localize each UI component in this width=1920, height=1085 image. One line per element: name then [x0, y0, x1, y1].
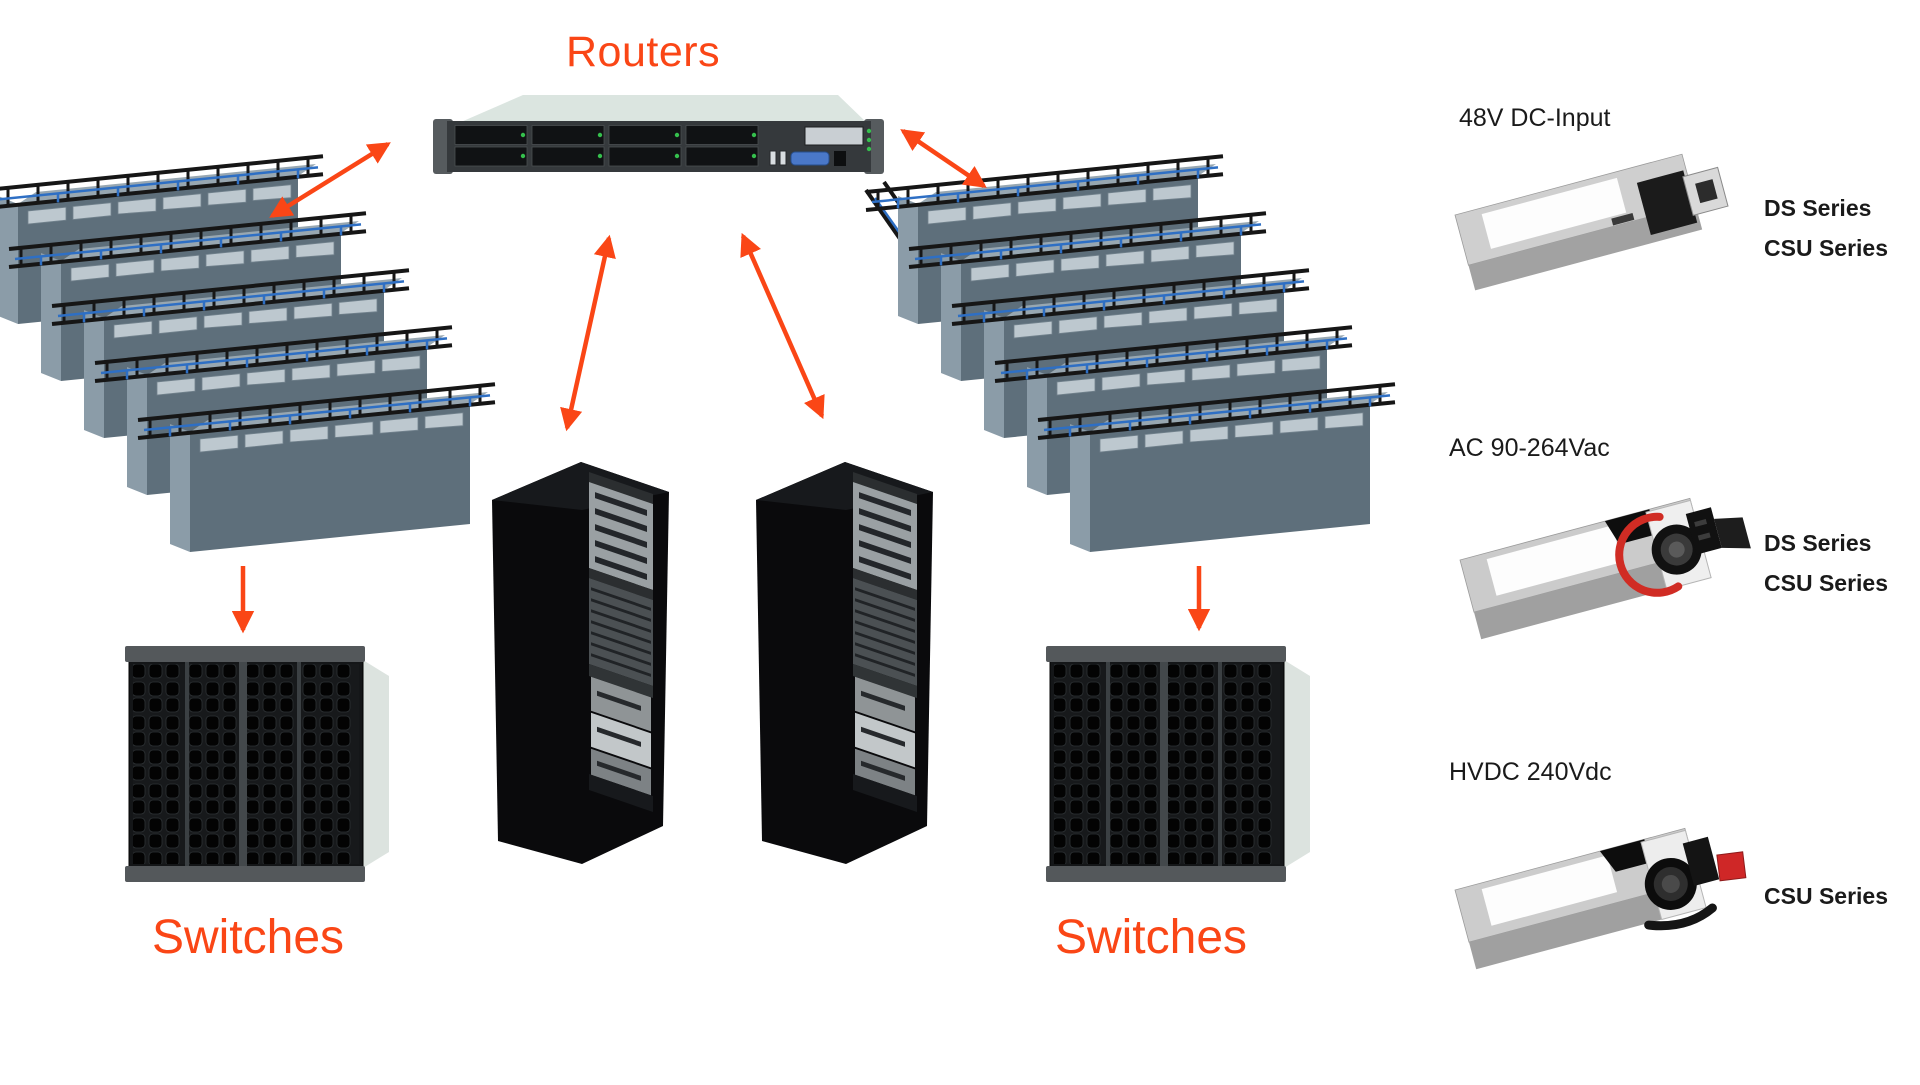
switch-right [1045, 645, 1311, 883]
switches-label-right: Switches [1054, 911, 1248, 964]
arrow-router-cluster-right [900, 129, 987, 188]
switch-left [124, 645, 390, 883]
routers-title: Routers [566, 28, 721, 76]
router-vent-modules [454, 125, 759, 167]
socket-lid-icon [1714, 517, 1751, 549]
vga-port-icon [790, 151, 830, 166]
handle-icon [1644, 903, 1717, 931]
arrow-cluster-left-router [269, 142, 391, 218]
arrow-router-tower-left [560, 234, 616, 432]
dc-socket-icon [1682, 836, 1720, 886]
server-cluster-right [864, 154, 1397, 553]
router-display [804, 126, 864, 146]
router-device [433, 95, 884, 174]
ac-socket-icon [1685, 507, 1722, 555]
psu1-series-csu: CSU Series [1764, 235, 1889, 261]
psu-48v-dc-input [1454, 153, 1729, 291]
psu2-input-label: AC 90-264Vac [1449, 434, 1610, 462]
arrow-router-tower-right [740, 232, 825, 420]
psu2-series-csu: CSU Series [1764, 570, 1889, 596]
red-handle-icon [1615, 512, 1683, 597]
ethernet-port-icon [834, 151, 846, 166]
server-cluster-left [0, 154, 497, 553]
red-tab-icon [1716, 851, 1747, 882]
psu2-series-ds: DS Series [1764, 530, 1872, 556]
psu1-input-label: 48V DC-Input [1459, 104, 1611, 132]
server-tower-right [754, 460, 935, 866]
psu3-input-label: HVDC 240Vdc [1449, 758, 1612, 786]
psu1-series-ds: DS Series [1764, 195, 1872, 221]
server-tower-left [490, 460, 671, 866]
psu-ac-90-264vac [1459, 497, 1751, 640]
psu3-series-csu: CSU Series [1764, 883, 1889, 909]
psu-hvdc-240vdc [1454, 827, 1747, 970]
switches-label-left: Switches [151, 911, 345, 964]
connection-arrows [231, 129, 1211, 634]
usb-port-icon [779, 150, 787, 166]
usb-port-icon [769, 150, 777, 166]
